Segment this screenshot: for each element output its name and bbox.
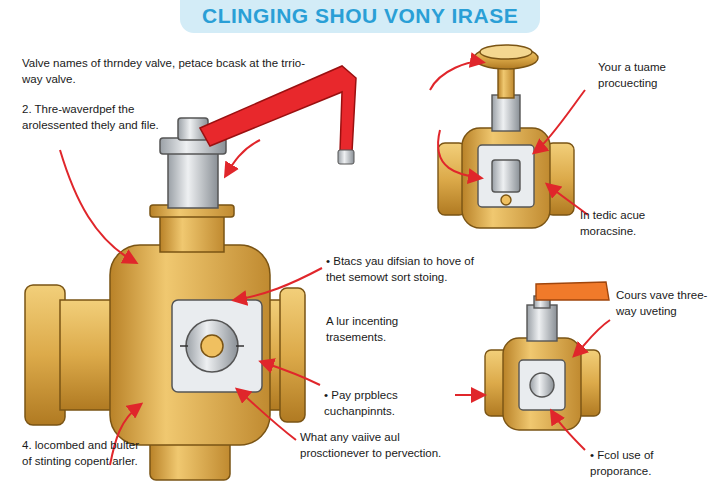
callout-text: Your a tuame procuecting [598, 60, 708, 91]
callout-text: • Btacs yau difsian to hove of thet semo… [326, 254, 476, 285]
small-valve [438, 45, 574, 228]
callout-text: Valve names of thrndey valve, petace bca… [22, 56, 307, 87]
callout-text: 2. Thre-waverdpef the arolessented thely… [22, 102, 172, 133]
valve-handle [536, 282, 609, 300]
callout-text: Cours vave three-way uveting [616, 288, 712, 319]
callout-text: • Fcol use of proporance. [590, 448, 710, 479]
valve-handle [200, 66, 356, 152]
main-valve [25, 118, 305, 480]
callout-text: A lur incenting trasements. [326, 314, 446, 345]
callout-text: 4. locombed and bulter of stinting copen… [22, 438, 142, 469]
title-banner: CLINGING SHOU VONY IRASE [180, 0, 540, 33]
callout-text: • Pay prpblecs cuchanpinnts. [324, 388, 459, 419]
callout-text: What any vaiive aul prosctionever to per… [300, 430, 450, 461]
small-valve [485, 296, 600, 430]
callout-text: In tedic acue moracsine. [580, 208, 690, 239]
handle-tip [338, 150, 354, 164]
